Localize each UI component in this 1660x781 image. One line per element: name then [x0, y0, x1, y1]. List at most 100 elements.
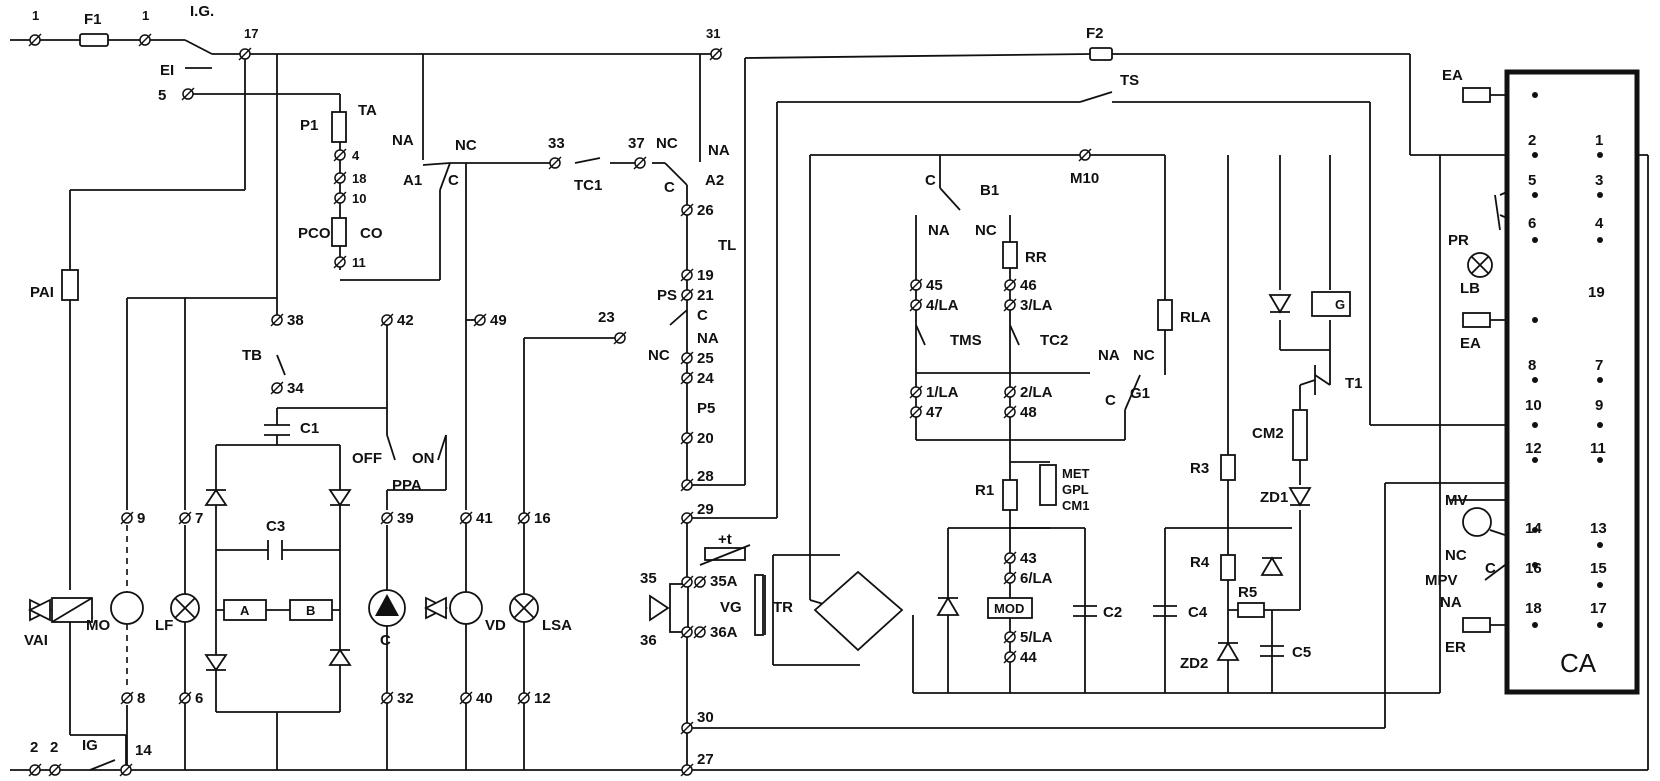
label-ca-6: 6 — [1528, 215, 1536, 232]
label-ca-10: 10 — [1525, 397, 1542, 414]
label-t-30: 30 — [697, 709, 714, 726]
label-ppa: PPA — [392, 477, 422, 494]
label-t-2b: 2 — [50, 739, 58, 756]
label-vd: VD — [485, 617, 506, 634]
label-t-6: 6 — [195, 690, 203, 707]
label-c4: C4 — [1188, 604, 1208, 621]
label-t-34: 34 — [287, 380, 304, 397]
label-r5: R5 — [1238, 584, 1257, 601]
ppa-switch — [386, 434, 396, 461]
label-t-23: 23 — [598, 309, 615, 326]
label-tms: TMS — [950, 332, 982, 349]
terminal — [613, 331, 627, 345]
terminal — [680, 511, 694, 525]
label-t-45: 45 — [926, 277, 943, 294]
terminal — [680, 288, 694, 302]
label-tl: TL — [718, 237, 736, 254]
label-t-46: 46 — [1020, 277, 1037, 294]
terminal — [1003, 650, 1017, 664]
terminal — [333, 171, 347, 185]
diode — [1260, 556, 1284, 576]
terminal — [1003, 298, 1017, 312]
label-c-ps: C — [697, 307, 708, 324]
g1-switch — [1124, 374, 1141, 411]
label-t-48: 48 — [1020, 404, 1037, 421]
label-r4: R4 — [1190, 554, 1210, 571]
label-t-9: 9 — [137, 510, 145, 527]
diode — [328, 648, 352, 666]
label-b1: B1 — [980, 182, 999, 199]
ts-switch — [1079, 91, 1113, 103]
zd2-zener — [1216, 641, 1240, 661]
mo-motor — [110, 591, 144, 625]
terminal — [1003, 551, 1017, 565]
label-t-33: 33 — [548, 135, 565, 152]
label-t-47: 47 — [926, 404, 943, 421]
label-t-41: 41 — [476, 510, 493, 527]
label-t-28: 28 — [697, 468, 714, 485]
label-na-g1: NA — [1098, 347, 1120, 364]
label-ps: PS — [657, 287, 677, 304]
label-t-36: 36 — [640, 632, 657, 649]
label-c-a1: C — [448, 172, 459, 189]
terminal — [909, 298, 923, 312]
terminal — [680, 431, 694, 445]
label-m10: M10 — [1070, 170, 1099, 187]
tr-transformer — [754, 574, 764, 636]
label-ca-2: 2 — [1528, 132, 1536, 149]
terminal — [548, 156, 562, 170]
label-t-40: 40 — [476, 690, 493, 707]
label-na-mpv: NA — [1440, 594, 1462, 611]
label-t-12: 12 — [534, 690, 551, 707]
label-t-35: 35 — [640, 570, 657, 587]
label-t-43: 43 — [1020, 550, 1037, 567]
label-ca-19: 19 — [1588, 284, 1605, 301]
label-c2: C2 — [1103, 604, 1122, 621]
terminal — [680, 203, 694, 217]
label-ca: CA — [1560, 648, 1597, 678]
terminal — [120, 511, 134, 525]
terminal — [909, 405, 923, 419]
diode — [204, 488, 228, 506]
label-tr: TR — [773, 599, 793, 616]
terminals — [28, 33, 1092, 777]
label-on: ON — [412, 450, 435, 467]
terminal — [333, 255, 347, 269]
label-relay-a: A — [240, 603, 250, 618]
vd-motor — [449, 591, 483, 625]
label-g1: G1 — [1130, 385, 1150, 402]
label-ts: TS — [1120, 72, 1139, 89]
label-p1: P1 — [300, 117, 318, 134]
vg-valve — [649, 594, 670, 622]
label-ca-4: 4 — [1595, 215, 1604, 232]
label-ca-18: 18 — [1525, 600, 1542, 617]
label-tc1: TC1 — [574, 177, 602, 194]
label-t-24: 24 — [697, 370, 714, 387]
diode — [1268, 294, 1292, 314]
terminal — [709, 47, 723, 61]
label-t-20: 20 — [697, 430, 714, 447]
label-t-1la: 1/LA — [926, 384, 959, 401]
label-t-38: 38 — [287, 312, 304, 329]
label-nc-b1: NC — [975, 222, 997, 239]
tc2-switch — [1009, 324, 1020, 346]
label-t-6la: 6/LA — [1020, 570, 1053, 587]
label-t-5: 5 — [158, 87, 166, 104]
mod-coil — [987, 597, 1033, 619]
label-t-42: 42 — [397, 312, 414, 329]
diode — [328, 489, 352, 507]
terminal — [181, 87, 195, 101]
label-t-16: 16 — [534, 510, 551, 527]
label-ca-9: 9 — [1595, 397, 1603, 414]
label-t-14: 14 — [135, 742, 152, 759]
terminal — [380, 313, 394, 327]
ig-bottom-switch — [89, 759, 116, 771]
b1-switch — [939, 187, 961, 211]
label-c-b1: C — [925, 172, 936, 189]
label-ca-15: 15 — [1590, 560, 1607, 577]
label-mv: MV — [1445, 492, 1468, 509]
label-t-44: 44 — [1020, 649, 1037, 666]
terminal — [517, 511, 531, 525]
